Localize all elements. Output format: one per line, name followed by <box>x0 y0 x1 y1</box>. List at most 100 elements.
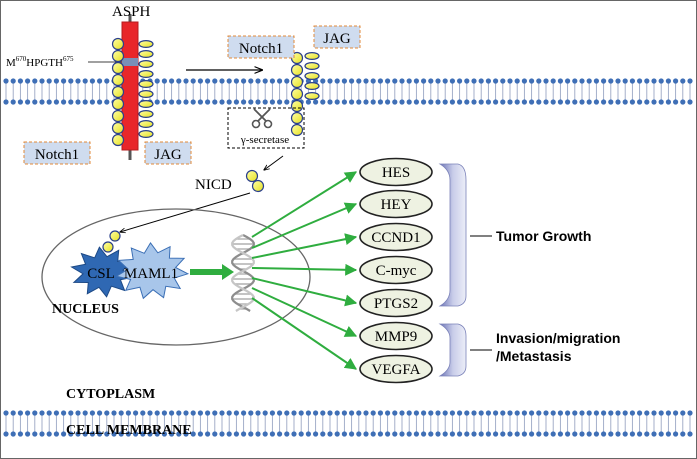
invasion-bracket <box>438 323 467 377</box>
notch1-right-label: Notch1 <box>239 41 283 57</box>
jag-bead <box>138 109 154 118</box>
notch1-bead <box>290 75 304 89</box>
gene-arrow <box>251 263 358 276</box>
jag-bead <box>138 99 154 108</box>
notch1-bead <box>290 87 304 101</box>
notch1-bead <box>111 73 125 87</box>
gene-c-myc: C-myc <box>359 255 433 285</box>
nicd-label: NICD <box>195 177 232 193</box>
gene-arrow <box>251 233 358 259</box>
jag-bead <box>304 61 320 70</box>
gene-arrow <box>251 287 358 337</box>
notch1-bead <box>111 121 125 135</box>
gamma-secretase-label: γ-secretase <box>240 134 289 146</box>
gene-label: CCND1 <box>371 230 420 246</box>
scissors-icon <box>251 108 273 129</box>
csl-protein <box>70 246 136 298</box>
csl-label: CSL <box>87 266 115 282</box>
tumor-growth-bracket <box>438 163 467 307</box>
notch1-left-box: Notch1 <box>23 141 91 165</box>
jag-bead <box>138 130 154 139</box>
maml1-protein <box>115 241 190 300</box>
notch1-bead <box>290 99 304 113</box>
asph-motif-label: M670HPGTH675 <box>6 55 74 69</box>
gene-mmp9: MMP9 <box>359 321 433 351</box>
jag-bead <box>138 89 154 98</box>
notch1-bead <box>290 111 304 125</box>
gene-ccnd1: CCND1 <box>359 222 433 252</box>
gene-activation-arrows <box>251 171 358 370</box>
gene-arrow <box>251 277 358 307</box>
transcription-arrow-head <box>222 264 234 280</box>
nicd-beads <box>245 169 265 193</box>
notch1-bead <box>111 133 125 147</box>
gene-ellipse <box>359 354 433 384</box>
receptor-ligand-chains <box>111 37 320 147</box>
nicd-bead <box>102 241 114 253</box>
notch1-bead <box>111 49 125 63</box>
cell-membrane-label: CELL MEMBRANE <box>66 423 192 438</box>
notch1-left-label: Notch1 <box>35 147 79 163</box>
upper-cell-membrane <box>3 78 693 105</box>
notch1-bead <box>111 97 125 111</box>
gene-vegfa: VEGFA <box>359 354 433 384</box>
gene-ellipse <box>359 222 433 252</box>
maml1-label: MAML1 <box>124 266 178 282</box>
gene-label: MMP9 <box>375 329 418 345</box>
gene-ellipse <box>359 255 433 285</box>
gene-ellipse <box>359 321 433 351</box>
jag-bead <box>138 79 154 88</box>
gene-label: VEGFA <box>372 362 421 378</box>
nicd-bead <box>109 230 121 242</box>
gene-hes: HES <box>359 157 433 187</box>
invasion-label-line2: /Metastasis <box>496 348 572 364</box>
gene-arrow <box>251 202 358 249</box>
notch1-bead <box>111 85 125 99</box>
tumor-growth-label: Tumor Growth <box>496 228 591 244</box>
gene-hey: HEY <box>359 189 433 219</box>
cleavage-arrow <box>264 155 284 170</box>
jag-bead <box>304 51 320 60</box>
nucleus-outline <box>41 208 311 346</box>
gene-label: HES <box>382 165 410 181</box>
jag-bead <box>138 119 154 128</box>
jag-bead <box>304 91 320 100</box>
jag-bead <box>138 69 154 78</box>
jag-left-label: JAG <box>154 147 182 163</box>
notch1-bead <box>111 61 125 75</box>
jag-bead <box>304 71 320 80</box>
notch1-bead <box>290 63 304 77</box>
jag-bead <box>138 49 154 58</box>
gene-ellipse <box>359 189 433 219</box>
gene-arrow <box>251 297 357 370</box>
notch1-bead <box>111 37 125 51</box>
jag-bead <box>304 81 320 90</box>
jag-right-box: JAG <box>313 25 361 49</box>
gamma-secretase-box <box>227 107 305 149</box>
asph-protein <box>121 14 139 160</box>
dna-helix-icon <box>231 234 255 312</box>
asph-label: ASPH <box>112 4 151 20</box>
cytoplasm-label: CYTOPLASM <box>66 387 155 402</box>
notch1-bead <box>290 123 304 137</box>
gene-ellipse <box>359 288 433 318</box>
nicd-translocation-arrow <box>120 192 251 232</box>
gene-ptgs2: PTGS2 <box>359 288 433 318</box>
nucleus-label: NUCLEUS <box>52 302 119 317</box>
notch1-right-box: Notch1 <box>227 35 295 59</box>
nucleus-nicd-beads <box>102 230 121 253</box>
lower-cell-membrane <box>3 410 693 437</box>
gene-label: C-myc <box>376 263 417 279</box>
invasion-label-line1: Invasion/migration <box>496 330 620 346</box>
nicd-bead <box>251 179 265 193</box>
gene-label: PTGS2 <box>374 296 418 312</box>
notch1-bead <box>111 109 125 123</box>
jag-bead <box>138 59 154 68</box>
jag-right-label: JAG <box>323 31 351 47</box>
gene-ellipse <box>359 157 433 187</box>
jag-bead <box>138 39 154 48</box>
gene-arrow <box>251 171 358 238</box>
